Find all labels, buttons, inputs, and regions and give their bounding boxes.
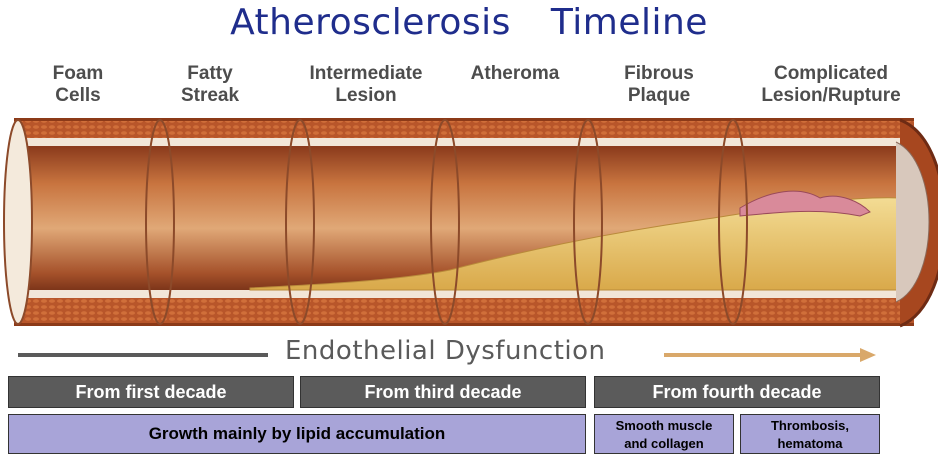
stage-label-atheroma: Atheroma <box>445 63 585 85</box>
stage-label-fatty-streak: Fatty Streak <box>150 63 270 107</box>
stage-label-line: Atheroma <box>445 63 585 85</box>
diagram-title: Atherosclerosis Timeline <box>0 2 938 43</box>
mechanism-bar-smooth-muscle: Smooth muscle and collagen <box>594 414 734 454</box>
artery-wall-bottom <box>14 290 914 326</box>
decade-bar-first: From first decade <box>8 376 294 408</box>
decade-bar-fourth: From fourth decade <box>594 376 880 408</box>
stage-label-fibrous-plaque: Fibrous Plaque <box>596 63 722 107</box>
mechanism-line: hematoma <box>741 435 879 453</box>
stage-label-line: Plaque <box>596 85 722 107</box>
arrowhead <box>860 348 876 362</box>
stage-label-complicated-lesion: Complicated Lesion/Rupture <box>728 63 934 107</box>
stage-label-line: Lesion <box>282 85 450 107</box>
mechanism-line: Thrombosis, <box>741 417 879 435</box>
stage-label-line: Streak <box>150 85 270 107</box>
mechanism-bar-thrombosis: Thrombosis, hematoma <box>740 414 880 454</box>
artery-illustration <box>0 112 938 334</box>
stage-label-intermediate-lesion: Intermediate Lesion <box>282 63 450 107</box>
stage-label-line: Foam <box>18 63 138 85</box>
stage-label-line: Intermediate <box>282 63 450 85</box>
decade-bar-third: From third decade <box>300 376 586 408</box>
mechanism-line: and collagen <box>595 435 733 453</box>
artery-wall-top <box>14 118 914 146</box>
endothelial-dysfunction-label: Endothelial Dysfunction <box>285 336 606 366</box>
stage-label-line: Cells <box>18 85 138 107</box>
stage-label-line: Complicated <box>728 63 934 85</box>
mechanism-line: Smooth muscle <box>595 417 733 435</box>
stage-label-line: Fibrous <box>596 63 722 85</box>
stage-label-line: Lesion/Rupture <box>728 85 934 107</box>
stage-label-line: Fatty <box>150 63 270 85</box>
mechanism-bar-lipid: Growth mainly by lipid accumulation <box>8 414 586 454</box>
stage-label-foam-cells: Foam Cells <box>18 63 138 107</box>
